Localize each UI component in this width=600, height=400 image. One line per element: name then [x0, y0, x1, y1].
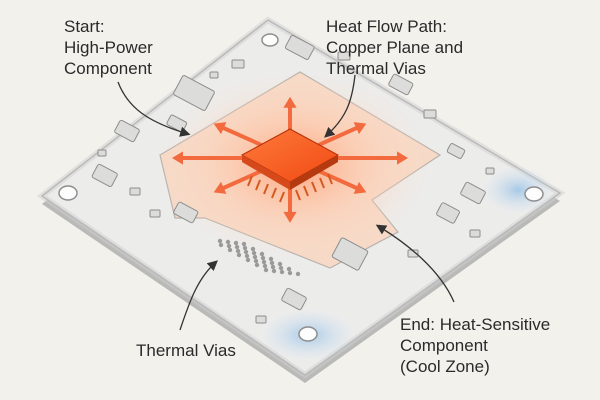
start-label: Start: High-Power Component [64, 16, 153, 79]
thermal-via-icon [217, 238, 223, 244]
thermal-via-icon [242, 245, 248, 251]
heat-arrow-icon [213, 168, 264, 194]
thermal-via-icon [260, 255, 266, 261]
heat-arrow-icon [316, 168, 367, 194]
thermal-via-icon [253, 258, 259, 264]
thermal-via-icon [241, 241, 247, 247]
mounting-hole-icon [261, 33, 279, 47]
thermal-via-icon [268, 256, 274, 262]
mounting-hole-icon [298, 326, 318, 342]
thermal-via-icon [252, 254, 258, 260]
high-power-chip-icon [240, 128, 340, 203]
thermal-via-icon [278, 265, 284, 271]
thermal-via-icon [261, 259, 267, 265]
thermal-via-icon [286, 266, 292, 272]
thermal-via-icon [270, 264, 276, 270]
thermal-via-icon [263, 267, 269, 273]
mounting-holes [58, 33, 544, 342]
start-label-line: Component [64, 59, 152, 78]
thermal-via-icon [271, 268, 277, 274]
thermal-via-icon [259, 251, 265, 257]
thermal-via-grid [217, 238, 301, 277]
thermal-via-icon [235, 248, 241, 254]
thermal-via-icon [218, 242, 224, 248]
thermal-via-icon [295, 271, 301, 277]
mounting-hole-icon [524, 186, 544, 202]
thermal-via-icon [233, 240, 239, 246]
thermal-via-icon [269, 260, 275, 266]
thermal-via-icon [245, 257, 251, 263]
heat-arrow-icon [213, 122, 264, 148]
heat-flow-label-line: Copper Plane and [326, 38, 464, 57]
thermal-vias-label: Thermal Vias [136, 340, 236, 361]
start-label-line: High-Power [64, 38, 153, 57]
heat-arrow-icon [172, 151, 252, 165]
thermal-via-icon [250, 246, 256, 252]
heat-flow-label-line: Thermal Vias [326, 59, 426, 78]
thermal-via-icon [243, 249, 249, 255]
end-label-line: (Cool Zone) [400, 357, 490, 376]
end-label-line: End: Heat-Sensitive [400, 315, 551, 334]
end-label-line: Component [400, 336, 488, 355]
thermal-via-icon [244, 253, 250, 259]
mounting-hole-icon [58, 185, 78, 201]
thermal-via-icon [287, 270, 293, 276]
thermal-via-icon [279, 269, 285, 275]
heat-flow-label: Heat Flow Path: Copper Plane and Thermal… [326, 16, 463, 79]
thermal-vias-label-text: Thermal Vias [136, 341, 236, 360]
heat-flow-label-line: Heat Flow Path: [326, 17, 447, 36]
thermal-via-icon [277, 261, 283, 267]
thermal-via-icon [226, 243, 232, 249]
thermal-via-icon [234, 244, 240, 250]
end-label: End: Heat-Sensitive Component (Cool Zone… [400, 314, 550, 377]
thermal-via-icon [227, 247, 233, 253]
thermal-via-icon [262, 263, 268, 269]
thermal-via-icon [251, 250, 257, 256]
heat-arrow-icon [328, 151, 408, 165]
start-label-line: Start: [64, 17, 105, 36]
thermal-via-icon [254, 262, 260, 268]
board-components [91, 34, 495, 324]
thermal-via-icon [225, 239, 231, 245]
cool-zone-icon [482, 166, 554, 214]
leader-lines [117, 74, 455, 331]
heat-arrow-icon [316, 122, 367, 148]
thermal-via-icon [236, 252, 242, 258]
